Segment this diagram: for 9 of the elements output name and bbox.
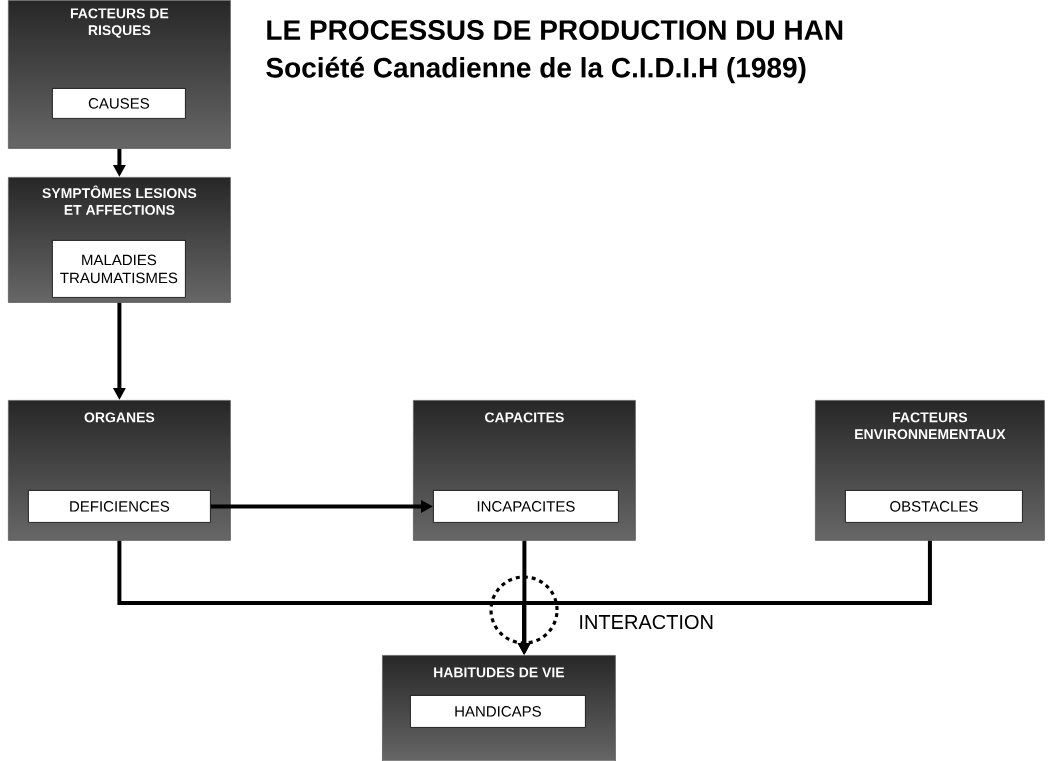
label-box: DEFICIENCES <box>28 490 211 523</box>
label-box: HANDICAPS <box>410 695 586 728</box>
label-box: MALADIES TRAUMATISMES <box>52 240 186 298</box>
title: LE PROCESSUS DE PRODUCTION DU HAN <box>267 20 843 40</box>
annotation-label: INTERACTION <box>580 614 713 630</box>
subtitle: Société Canadienne de la C.I.D.I.H (1989) <box>266 56 806 84</box>
label-box: OBSTACLES <box>845 490 1023 523</box>
label-box: CAUSES <box>52 88 186 119</box>
label-box: INCAPACITES <box>433 490 619 523</box>
